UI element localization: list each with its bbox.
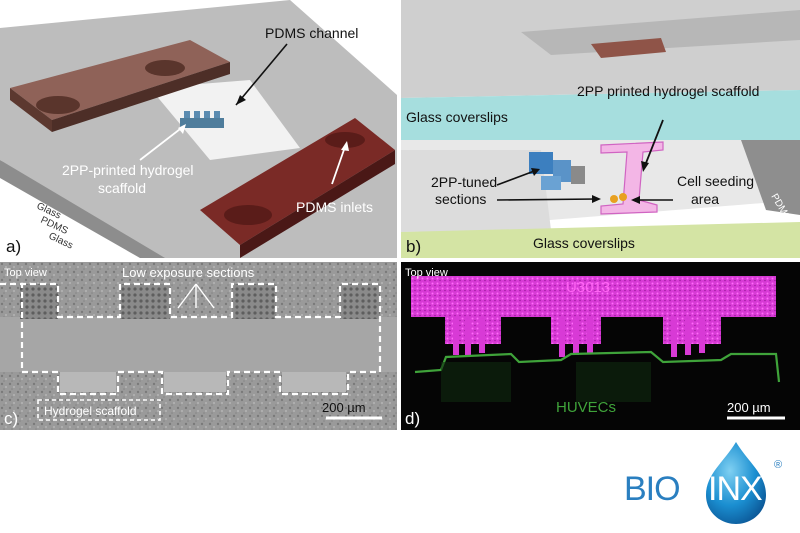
logo-text-left: BIO bbox=[624, 470, 680, 508]
label-scaffold-line1: 2PP-printed hydrogel bbox=[62, 162, 194, 178]
scaffold-top-blocks bbox=[20, 284, 380, 319]
arrow-tuned-1 bbox=[496, 169, 538, 186]
panel-c-micrograph: Top view Low exposure sections Hydrogel … bbox=[0, 262, 397, 430]
hydrogel-scaffold-pink bbox=[600, 141, 664, 215]
label-scaffold: 2PP printed hydrogel scaffold bbox=[577, 83, 759, 99]
panel-c: Top view Low exposure sections Hydrogel … bbox=[0, 262, 397, 430]
label-pdms-channel: PDMS channel bbox=[265, 25, 358, 41]
arrow-low-exposure-3 bbox=[195, 283, 215, 309]
panel-d-label: d) bbox=[405, 409, 420, 428]
glass-coverslip-bottom bbox=[401, 222, 800, 258]
panel-d-fluorescence: Top view U3013 HUVECs 200 µm d) bbox=[401, 262, 800, 430]
label-seeding-line1: Cell seeding bbox=[677, 173, 754, 189]
cell bbox=[610, 195, 618, 203]
u3013-signal bbox=[411, 276, 776, 344]
panel-c-label: c) bbox=[4, 409, 18, 428]
label-pdms-inlets: PDMS inlets bbox=[296, 199, 373, 215]
logo-text-right: INX bbox=[708, 470, 762, 508]
arrow-scaffold bbox=[643, 119, 664, 169]
scaffold-outline bbox=[0, 282, 382, 396]
panel-b-illustration: Glass coverslips 2PP printed hydrogel sc… bbox=[401, 0, 800, 258]
panel-b-label: b) bbox=[406, 237, 421, 256]
label-scale-d: 200 µm bbox=[727, 400, 771, 415]
panel-b: Glass coverslips 2PP printed hydrogel sc… bbox=[401, 0, 800, 258]
drop-icon bbox=[706, 442, 766, 524]
label-low-exposure: Low exposure sections bbox=[122, 265, 255, 280]
label-huvecs: HUVECs bbox=[556, 399, 616, 416]
label-scaffold-line2: scaffold bbox=[98, 180, 146, 196]
arrow-pdms-inlets bbox=[331, 143, 347, 185]
panel-a-illustration: PDMS channel 2PP-printed hydrogel scaffo… bbox=[0, 0, 397, 258]
label-top-view-d: Top view bbox=[405, 267, 448, 279]
label-top-view-c: Top view bbox=[4, 267, 47, 279]
label-glass-bottom: Glass coverslips bbox=[533, 235, 635, 251]
label-scale-c: 200 µm bbox=[322, 400, 366, 415]
arrow-scaffold bbox=[139, 125, 185, 161]
label-hydrogel-scaffold: Hydrogel scaffold bbox=[44, 404, 137, 418]
arrow-low-exposure-1 bbox=[177, 283, 197, 309]
pdms-channel bbox=[150, 80, 300, 160]
panel-d: Top view U3013 HUVECs 200 µm d) bbox=[401, 262, 800, 430]
arrow-tuned-2 bbox=[496, 198, 598, 201]
label-tuned-line1: 2PP-tuned bbox=[431, 174, 497, 190]
glass-coverslip-top bbox=[401, 90, 800, 140]
hydrogel-legend-box bbox=[37, 399, 161, 421]
label-glass-top: Glass coverslips bbox=[406, 109, 508, 125]
panel-a-label: a) bbox=[6, 237, 21, 256]
panel-a: PDMS channel 2PP-printed hydrogel scaffo… bbox=[0, 0, 397, 258]
hydrogel-scaffold bbox=[180, 111, 224, 128]
logo-registered: ® bbox=[774, 459, 782, 471]
label-tuned-line2: sections bbox=[435, 191, 486, 207]
logo-graphic: BIO INX ® bbox=[624, 442, 782, 524]
cell bbox=[619, 193, 627, 201]
label-seeding-line2: area bbox=[691, 191, 719, 207]
bioinx-logo: BIO INX ® bbox=[624, 440, 794, 525]
arrow-pdms-channel bbox=[235, 43, 288, 106]
label-u3013: U3013 bbox=[566, 279, 610, 296]
pdms-wall bbox=[741, 140, 800, 215]
huvecs-signal bbox=[414, 350, 781, 383]
